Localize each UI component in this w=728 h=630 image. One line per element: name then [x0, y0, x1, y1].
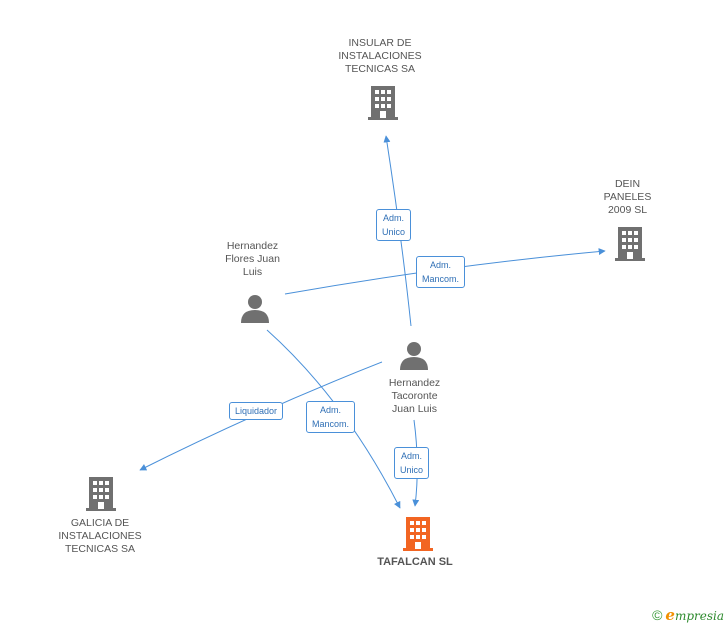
- edge-label-adm-mancom[interactable]: Adm. Mancom.: [306, 401, 356, 433]
- copyright-icon: ©: [652, 607, 663, 623]
- node-label-flores: Hernandez Flores Juan Luis: [225, 240, 280, 278]
- node-label-dein: DEIN PANELES 2009 SL: [603, 178, 652, 216]
- node-label-tafalcan: TAFALCAN SL: [377, 556, 453, 568]
- building-icon[interactable]: [614, 227, 646, 261]
- node-label-galicia: GALICIA DE INSTALACIONES TECNICAS SA: [58, 517, 142, 555]
- building-icon-main[interactable]: [402, 517, 434, 551]
- node-label-tacoronte: Hernandez Tacoronte Juan Luis: [388, 377, 441, 415]
- building-icon[interactable]: [367, 86, 399, 120]
- edge-label-adm-mancom[interactable]: Adm. Mancom.: [416, 256, 466, 288]
- edge-label-adm-unico[interactable]: Adm. Unico: [394, 447, 430, 479]
- node-label-insular: INSULAR DE INSTALACIONES TECNICAS SA: [338, 37, 422, 75]
- footer-brand[interactable]: ©empresia: [652, 606, 724, 624]
- person-icon[interactable]: [240, 293, 270, 323]
- person-icon[interactable]: [399, 340, 429, 370]
- brand-logo: empresia: [665, 606, 724, 624]
- edge-label-liquidador[interactable]: Liquidador: [229, 402, 284, 420]
- edge-label-adm-unico[interactable]: Adm. Unico: [376, 209, 412, 241]
- building-icon[interactable]: [85, 477, 117, 511]
